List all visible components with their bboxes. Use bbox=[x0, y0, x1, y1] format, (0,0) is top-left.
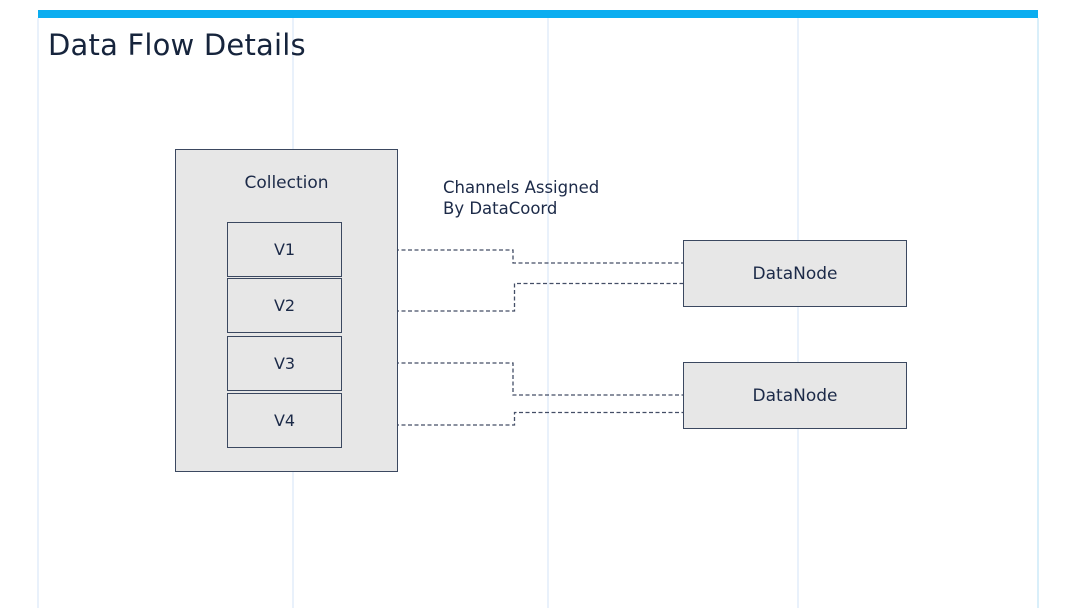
annotation-line-1: Channels Assigned bbox=[443, 178, 600, 197]
column-guide bbox=[1037, 18, 1039, 608]
column-guide bbox=[797, 18, 799, 608]
column-guide bbox=[547, 18, 549, 608]
channel-box-v3: V3 bbox=[227, 336, 342, 391]
collection-box: Collection V1 V2 V3 V4 bbox=[175, 149, 398, 472]
page-title: Data Flow Details bbox=[48, 28, 306, 62]
datanode-box-1: DataNode bbox=[683, 240, 907, 307]
channel-box-v1: V1 bbox=[227, 222, 342, 277]
annotation-line-2: By DataCoord bbox=[443, 199, 558, 218]
collection-label: Collection bbox=[244, 173, 329, 193]
column-guide bbox=[37, 18, 39, 608]
channel-box-v4: V4 bbox=[227, 393, 342, 448]
annotation-channels-assigned: Channels Assigned By DataCoord bbox=[443, 177, 599, 219]
datanode-box-2: DataNode bbox=[683, 362, 907, 429]
accent-bar bbox=[38, 10, 1038, 18]
channel-box-v2: V2 bbox=[227, 278, 342, 333]
